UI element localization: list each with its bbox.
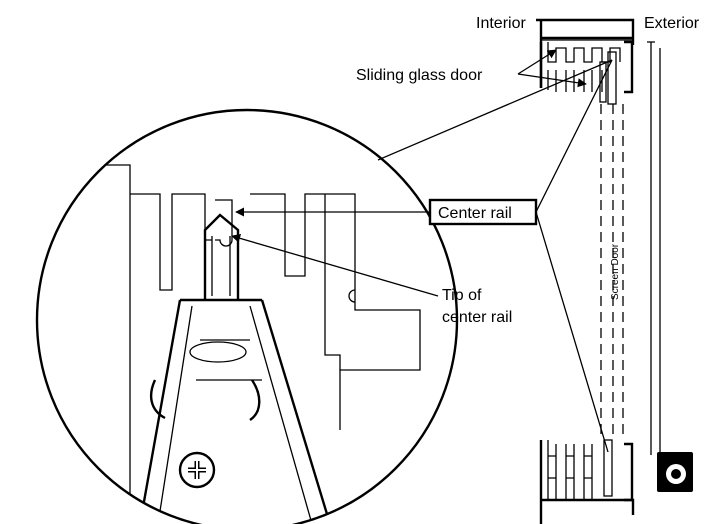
screen-door-label: Screen Door (610, 243, 621, 300)
tape-measure-icon (657, 452, 693, 492)
magnified-view (35, 108, 459, 524)
tip-of-center-rail-label-line2: center rail (442, 309, 512, 326)
sliding-glass-door-label: Sliding glass door (356, 67, 483, 84)
callout-lines (231, 49, 613, 453)
door-frame-section (536, 18, 661, 524)
phillips-screw-icon (178, 451, 216, 489)
center-rail-label: Center rail (438, 205, 512, 222)
center-rail-label-box (428, 198, 538, 226)
exterior-label: Exterior (644, 15, 700, 32)
roller-assembly (138, 213, 332, 524)
tip-of-center-rail-label-line1: Tip of (442, 287, 482, 304)
interior-label: Interior (476, 15, 526, 32)
